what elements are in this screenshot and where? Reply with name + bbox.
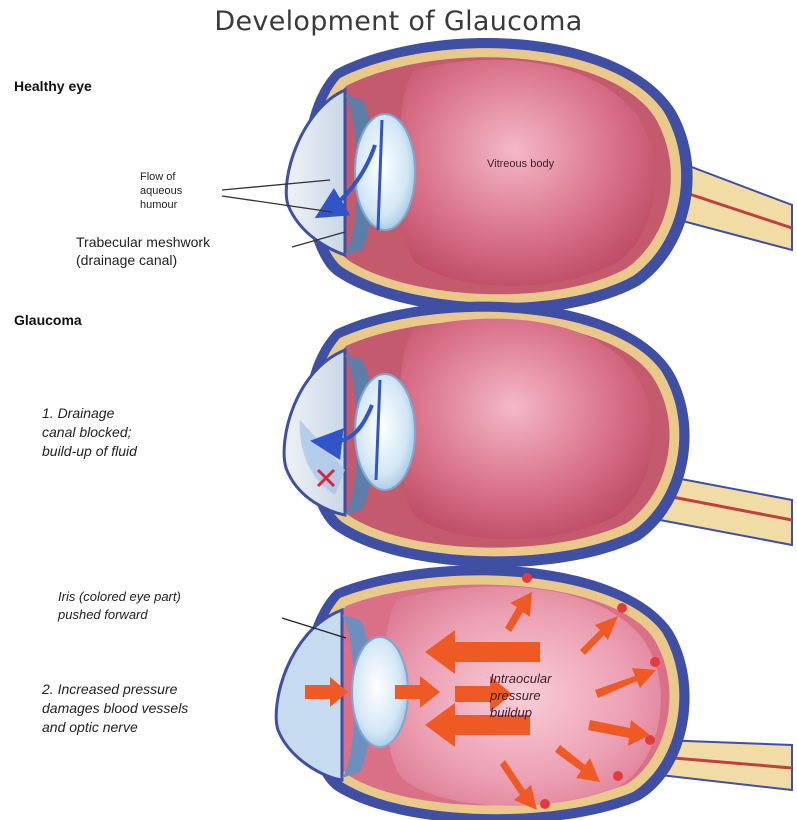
- section-label-glaucoma: Glaucoma: [14, 312, 82, 328]
- section-label-healthy: Healthy eye: [14, 78, 92, 94]
- cornea: [286, 90, 345, 255]
- eye-healthy: [222, 38, 792, 314]
- label-trabecular-meshwork: Trabecular meshwork (drainage canal): [76, 233, 210, 269]
- label-step2-increased-pressure: 2. Increased pressure damages blood vess…: [42, 680, 188, 737]
- lens: [355, 374, 415, 490]
- label-vitreous-body: Vitreous body: [487, 158, 554, 170]
- eye-glaucoma-step1: [284, 302, 792, 568]
- label-iris-pushed-forward: Iris (colored eye part) pushed forward: [58, 588, 181, 624]
- label-intraocular-pressure: Intraocular pressure buildup: [490, 670, 551, 721]
- label-aqueous-flow: Flow of aqueous humour: [140, 170, 182, 212]
- label-step1-drainage-blocked: 1. Drainage canal blocked; build-up of f…: [42, 404, 137, 461]
